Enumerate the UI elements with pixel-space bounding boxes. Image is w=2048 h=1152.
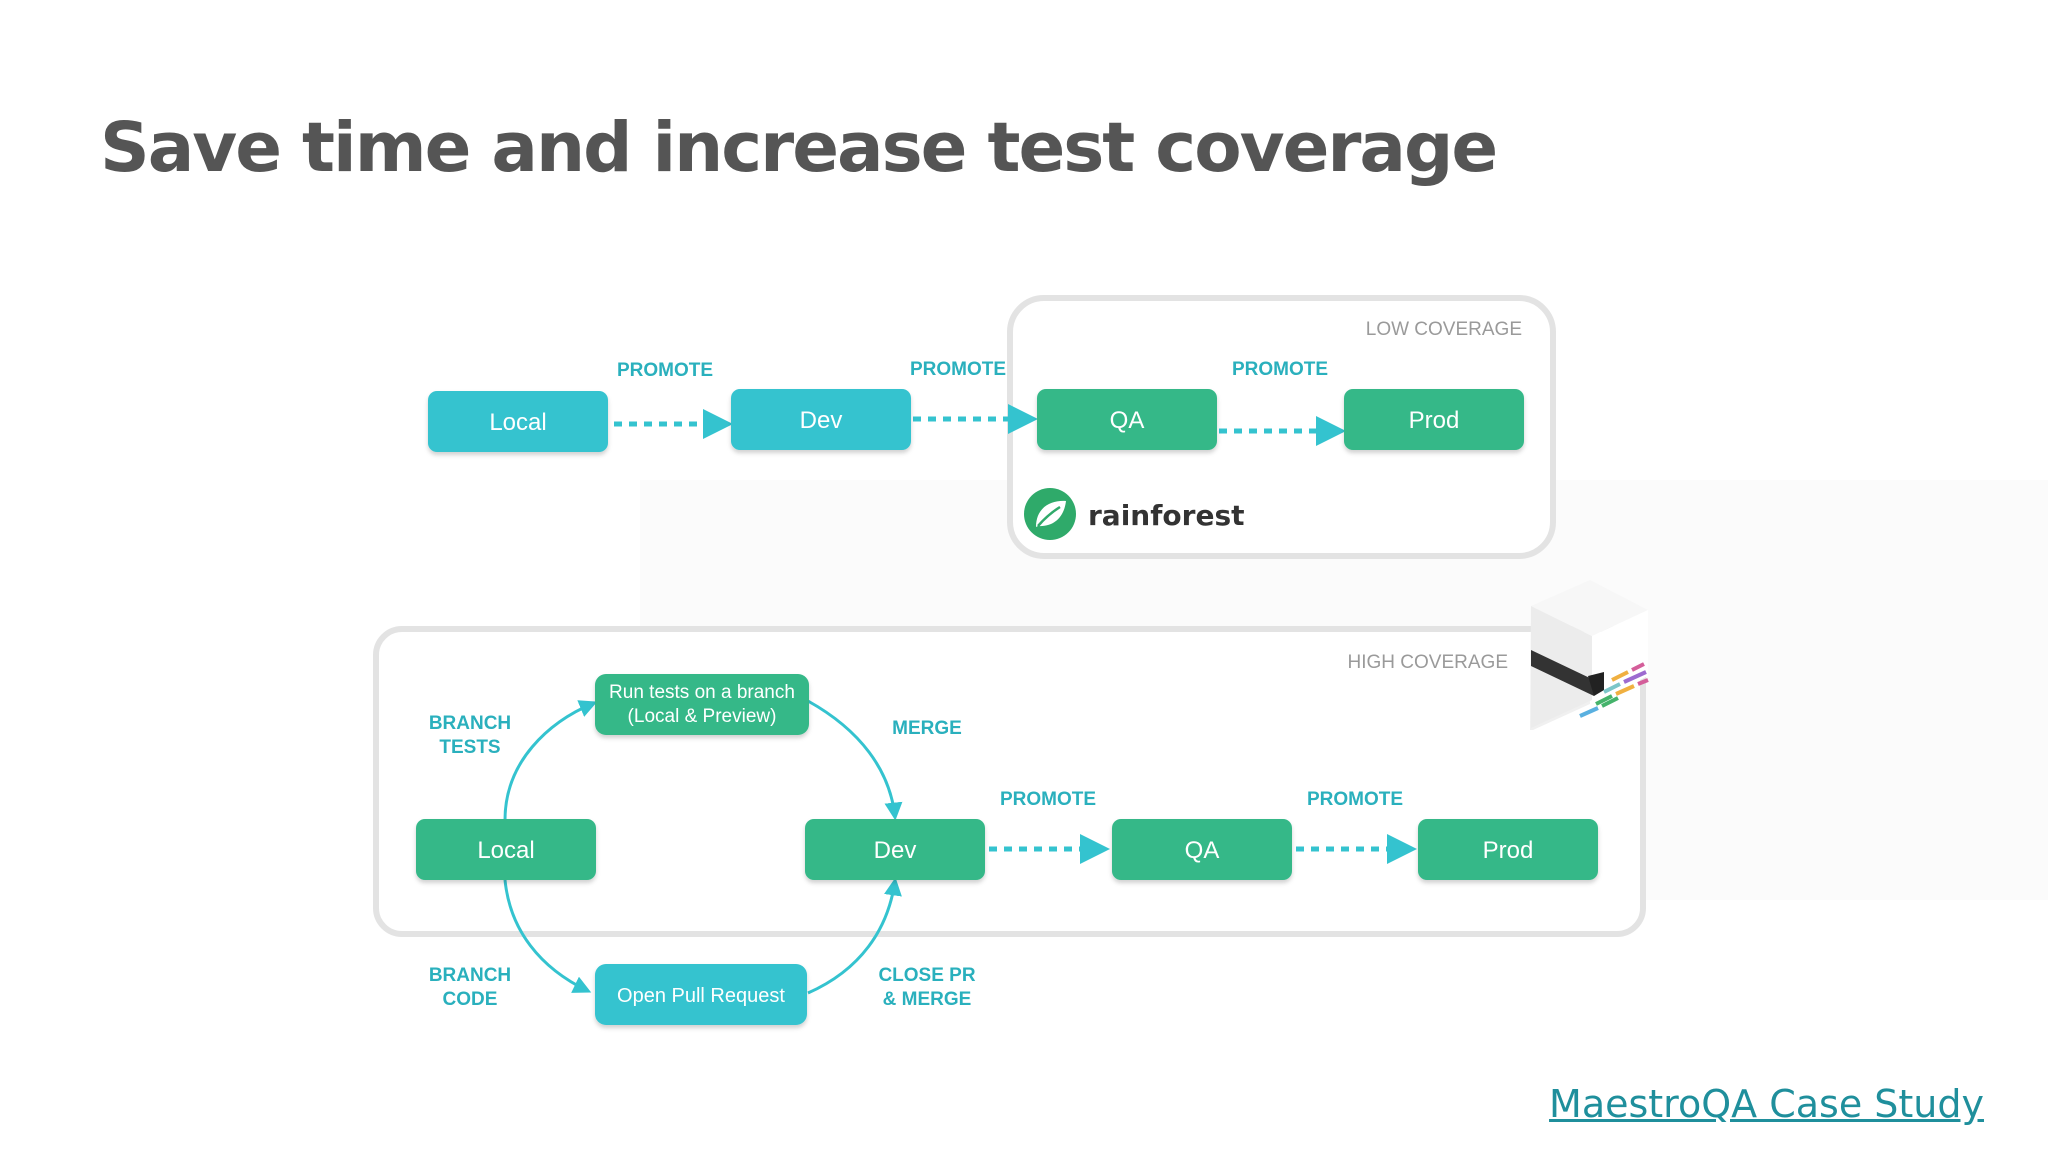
bottom-node-local: Local <box>416 819 596 880</box>
bottom-promote-label-1: PROMOTE <box>1000 789 1096 810</box>
run-tests-label-line1: Run tests on a branch <box>609 682 795 703</box>
bottom-node-qa-label: QA <box>1185 837 1220 864</box>
top-flow: LOW COVERAGE PROMOTE PROMOTE PROMOTE Loc… <box>428 295 1556 559</box>
merge-label: MERGE <box>892 718 962 739</box>
branch-code-label-line1: BRANCH <box>429 965 511 986</box>
case-study-link[interactable]: MaestroQA Case Study <box>1549 1082 1984 1126</box>
branch-tests-label-line1: BRANCH <box>429 713 511 734</box>
bottom-promote-label-2: PROMOTE <box>1307 789 1403 810</box>
slide-title: Save time and increase test coverage <box>100 108 1498 188</box>
top-node-prod: Prod <box>1344 389 1524 450</box>
top-node-dev-label: Dev <box>800 407 843 434</box>
bottom-node-prod: Prod <box>1418 819 1598 880</box>
arrow-run-tests-to-dev <box>807 699 903 821</box>
bottom-node-dev-label: Dev <box>874 837 917 864</box>
run-tests-label-line2: (Local & Preview) <box>628 706 777 727</box>
bottom-node-qa: QA <box>1112 819 1292 880</box>
arrow-open-pr-to-dev <box>807 877 902 995</box>
rainforest-wordmark: rainforest <box>1088 499 1245 532</box>
top-node-local-label: Local <box>489 409 546 436</box>
top-promote-label-3: PROMOTE <box>1232 359 1328 380</box>
bottom-node-dev: Dev <box>805 819 985 880</box>
leaf-icon <box>1024 488 1076 540</box>
bottom-node-open-pr: Open Pull Request <box>595 964 807 1025</box>
top-node-qa: QA <box>1037 389 1217 450</box>
top-promote-label-2: PROMOTE <box>910 359 1006 380</box>
top-node-dev: Dev <box>731 389 911 450</box>
arrow-local-to-open-pr <box>503 879 592 993</box>
rainforest-brand: rainforest <box>1024 488 1245 540</box>
bottom-flow: HIGH COVERAGE <box>373 580 1649 1025</box>
high-coverage-container <box>373 626 1646 937</box>
top-node-qa-label: QA <box>1110 407 1145 434</box>
low-coverage-label: LOW COVERAGE <box>1366 319 1522 340</box>
bottom-node-local-label: Local <box>477 837 534 864</box>
bottom-node-prod-label: Prod <box>1483 837 1534 864</box>
close-pr-label-line1: CLOSE PR <box>878 965 975 986</box>
cube-logo-icon <box>1530 580 1649 730</box>
arrow-local-to-run-tests <box>503 700 598 821</box>
top-node-prod-label: Prod <box>1409 407 1460 434</box>
open-pr-label: Open Pull Request <box>617 985 785 1007</box>
branch-code-label-line2: CODE <box>443 989 498 1010</box>
bottom-node-run-tests: Run tests on a branch (Local & Preview) <box>595 674 809 735</box>
branch-tests-label-line2: TESTS <box>439 737 500 758</box>
high-coverage-label: HIGH COVERAGE <box>1348 652 1508 673</box>
top-promote-label-1: PROMOTE <box>617 360 713 381</box>
close-pr-label-line2: & MERGE <box>883 989 972 1010</box>
top-node-local: Local <box>428 391 608 452</box>
